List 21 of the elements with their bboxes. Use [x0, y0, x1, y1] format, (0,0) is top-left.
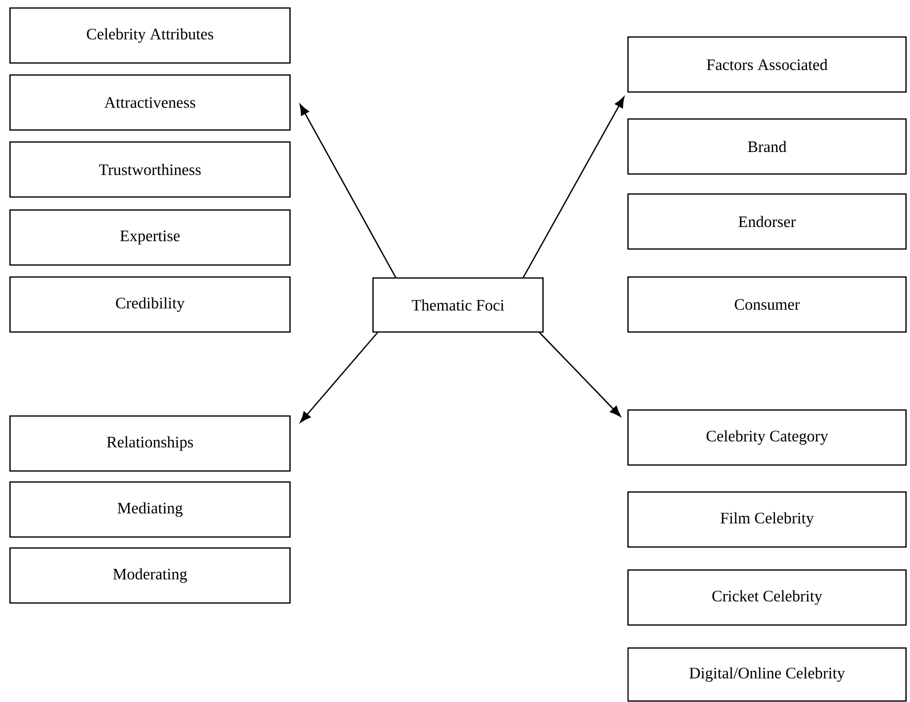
text-box: Attractiveness: [9, 74, 291, 131]
text-box: Digital/Online Celebrity: [627, 647, 907, 702]
text-box: Thematic Foci: [372, 277, 544, 333]
text-box: Expertise: [9, 209, 291, 266]
text-box: Factors Associated: [627, 36, 907, 93]
text-box: Consumer: [627, 276, 907, 333]
text-box: Moderating: [9, 547, 291, 604]
text-box: Credibility: [9, 276, 291, 333]
arrow: [538, 332, 621, 417]
arrow: [300, 104, 397, 278]
text-box: Film Celebrity: [627, 491, 907, 548]
text-box: Celebrity Attributes: [9, 7, 291, 64]
text-box: Cricket Celebrity: [627, 569, 907, 626]
text-box: Relationships: [9, 415, 291, 472]
text-box: Celebrity Category: [627, 409, 907, 466]
text-box: Brand: [627, 118, 907, 175]
arrow: [522, 96, 624, 278]
arrow: [300, 332, 378, 423]
text-box: Mediating: [9, 481, 291, 538]
text-box: Endorser: [627, 193, 907, 250]
text-box: Trustworthiness: [9, 141, 291, 198]
